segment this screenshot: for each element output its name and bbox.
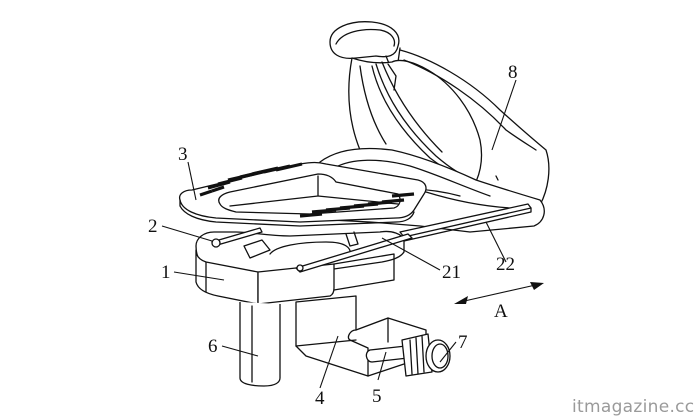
label-1: 1 (161, 262, 171, 283)
arrow-label-a: A (494, 301, 508, 322)
label-3: 3 (178, 144, 188, 165)
tray-drawing (178, 161, 427, 227)
label-22: 22 (496, 254, 515, 275)
leader-lines (161, 79, 517, 389)
label-5: 5 (372, 386, 382, 407)
lower-bracket-drawing (295, 295, 427, 377)
watermark: itmagazine.cc (572, 397, 694, 417)
label-21: 21 (442, 262, 461, 283)
label-6: 6 (208, 336, 218, 357)
label-4: 4 (315, 388, 325, 409)
support-column-drawing (239, 302, 281, 387)
label-7: 7 (458, 332, 468, 353)
direction-arrow-a (454, 282, 544, 304)
shaft-knob-drawing (365, 333, 451, 377)
label-2: 2 (148, 216, 158, 237)
seat-drawing (315, 21, 550, 233)
base-body-drawing (195, 227, 413, 305)
label-8: 8 (508, 62, 518, 83)
